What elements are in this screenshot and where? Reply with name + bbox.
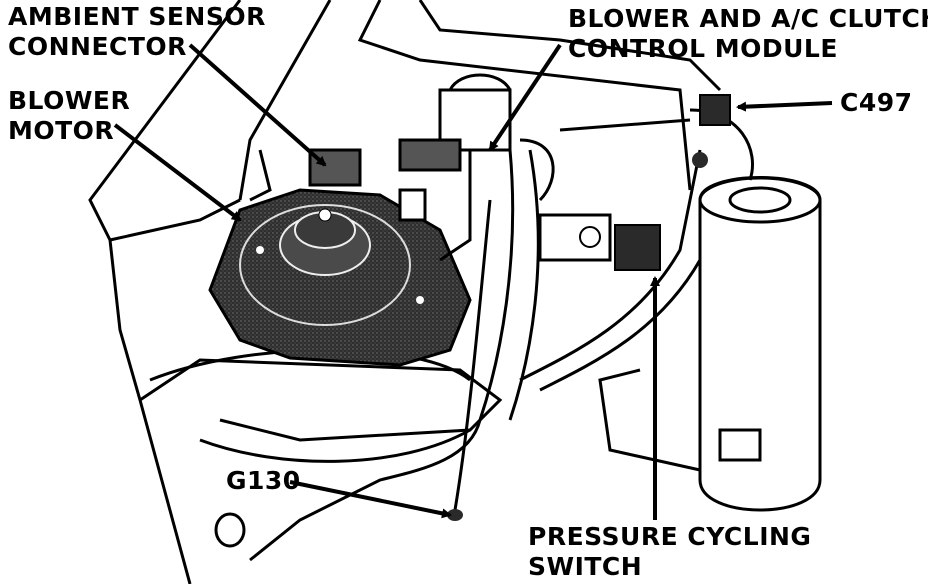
g130-label: G130	[226, 466, 301, 495]
accumulator	[598, 108, 822, 512]
pressure-switch-label: PRESSURE CYCLING SWITCH	[528, 522, 812, 581]
c497-connector	[692, 94, 731, 168]
blower-motor-arrow	[113, 123, 242, 222]
wiring-harness	[249, 149, 702, 562]
blower-motor	[208, 188, 472, 367]
blower-module-label: BLOWER AND A/C CLUTCH CONTROL MODULE	[568, 4, 928, 63]
pressure-cycling-switch	[538, 213, 661, 271]
g130-ground	[214, 509, 463, 548]
ambient-sensor-arrow	[188, 43, 327, 167]
c497-label: C497	[840, 88, 913, 117]
callout-arrows	[113, 43, 833, 520]
g130-arrow	[289, 480, 452, 519]
c497-arrow	[736, 101, 833, 112]
ambient-sensor-label: AMBIENT SENSOR CONNECTOR	[8, 2, 266, 61]
blower-motor-label: BLOWER MOTOR	[8, 86, 131, 145]
firewall-housing	[88, 0, 722, 584]
blower-module-arrow	[488, 43, 562, 152]
